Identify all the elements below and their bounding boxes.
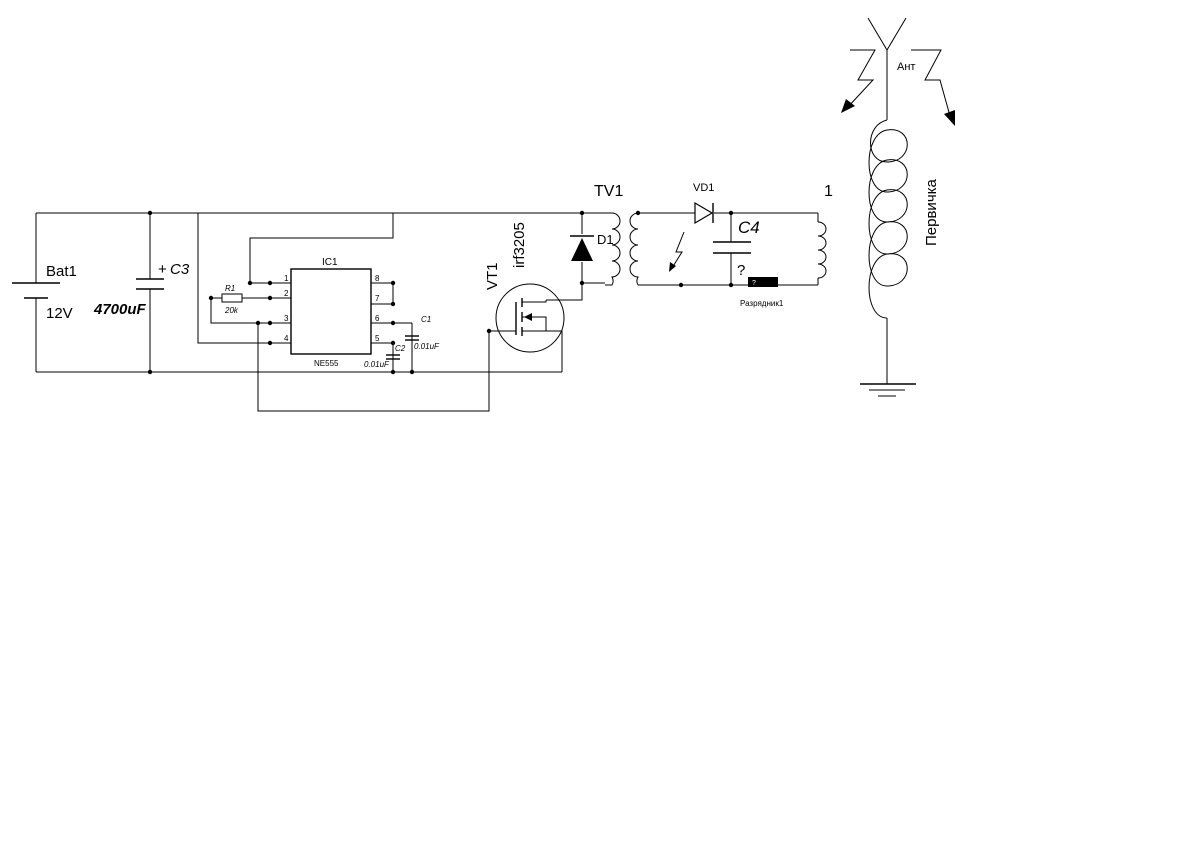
tv1-ref: TV1	[594, 183, 623, 200]
c2-value: 0.01uF	[364, 360, 390, 369]
ic1-pin1: 1	[284, 274, 289, 283]
spark-gap: ? Разрядник1	[740, 277, 784, 308]
antenna: Ант	[841, 17, 955, 126]
c4-ref: C4	[738, 218, 760, 237]
vt1-part: irf3205	[511, 222, 528, 268]
diode-vd1: VD1	[693, 182, 714, 225]
battery-bat1: Bat1 12V	[12, 263, 77, 322]
ic1-pin7: 7	[375, 294, 380, 303]
ic1-pin4: 4	[284, 334, 289, 343]
ic1-pin6: 6	[375, 314, 380, 323]
ic1-part: NE555	[314, 359, 339, 368]
c3-polarity: +	[158, 261, 167, 278]
ic1-pin2: 2	[284, 289, 289, 298]
capacitor-c2: C2 0.01uF	[364, 344, 406, 369]
c2-ref: C2	[395, 344, 406, 353]
c4-value: ?	[737, 262, 745, 279]
junction-dots	[147, 210, 734, 375]
d1-ref: D1	[597, 232, 614, 247]
capacitor-c3: + C3 4700uF	[93, 261, 190, 318]
c1-value: 0.01uF	[414, 342, 440, 351]
c3-ref: C3	[170, 261, 190, 278]
ic1-pin8: 8	[375, 274, 380, 283]
resistor-r1: R1 20k	[221, 284, 243, 315]
ic1-pin3: 3	[284, 314, 289, 323]
ground	[860, 383, 916, 397]
coil-1: 1	[817, 183, 833, 279]
bat1-value: 12V	[46, 305, 73, 322]
spark-gap-value: ?	[752, 280, 756, 287]
diode-d1: D1	[570, 232, 614, 261]
capacitor-c4: C4 ?	[713, 218, 760, 279]
spark-symbol	[669, 231, 685, 272]
ic1-pin5: 5	[375, 334, 380, 343]
r1-ref: R1	[225, 284, 235, 293]
transformer-tv1: TV1	[594, 183, 639, 286]
primary-coil-label: Первичка	[923, 178, 940, 246]
spark-gap-ref: Разрядник1	[740, 299, 784, 308]
c3-value: 4700uF	[93, 301, 147, 318]
bat1-ref: Bat1	[46, 263, 77, 280]
ic1-ne555: 1 2 3 4 5 6 7 8 IC1 NE555	[270, 257, 393, 368]
r1-value: 20k	[224, 306, 239, 315]
vt1-ref: VT1	[484, 262, 501, 290]
capacitor-c1: C1 0.01uF	[405, 315, 440, 351]
coil-ref: 1	[824, 183, 833, 200]
antenna-label: Ант	[897, 61, 915, 73]
mosfet-vt1: VT1 irf3205	[484, 222, 565, 353]
ic1-ref: IC1	[322, 257, 338, 268]
primary-coil: Первичка	[868, 119, 940, 319]
c1-ref: C1	[421, 315, 431, 324]
vd1-ref: VD1	[693, 182, 714, 194]
